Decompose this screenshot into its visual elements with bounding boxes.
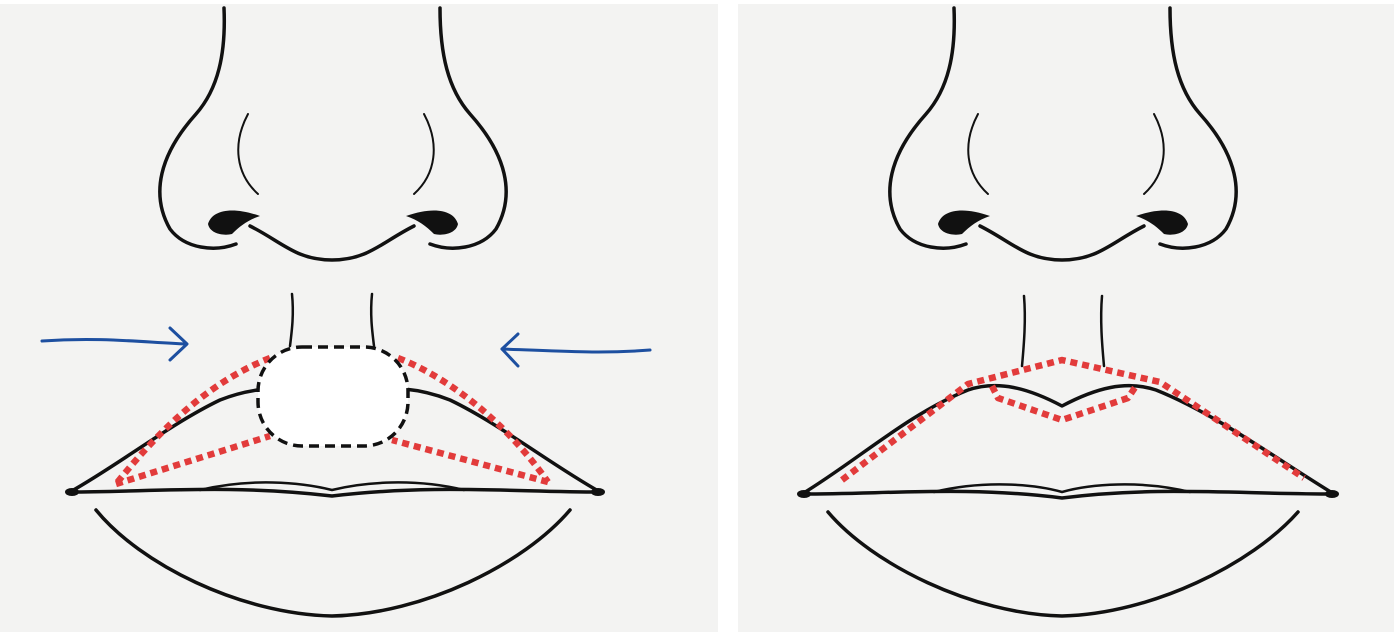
before-panel bbox=[0, 4, 718, 632]
nose-left-crease bbox=[968, 114, 988, 194]
lip-corner-right bbox=[591, 488, 605, 496]
nostril-right-mark bbox=[1136, 210, 1188, 234]
nostril-left-mark bbox=[938, 210, 990, 234]
lip-corner-left bbox=[797, 490, 811, 498]
after-panel bbox=[738, 4, 1394, 632]
philtrum-left-line bbox=[290, 294, 293, 346]
lip-corner-left bbox=[65, 488, 79, 496]
philtrum-right-line bbox=[371, 294, 374, 346]
arrow-left-pointing-right bbox=[42, 328, 187, 360]
arrow-left-shaft bbox=[42, 339, 186, 344]
nose-left-crease bbox=[238, 114, 258, 194]
arrow-right-shaft bbox=[502, 349, 650, 352]
lower-lip-outline bbox=[828, 512, 1298, 616]
nose-tip bbox=[250, 226, 414, 260]
upper-lip-outline bbox=[802, 386, 1334, 494]
philtrum-left-line bbox=[1022, 296, 1025, 366]
nose-right-crease bbox=[1144, 114, 1164, 194]
incision-left-upper bbox=[116, 358, 270, 484]
nose-tip bbox=[980, 226, 1144, 260]
philtrum-right-line bbox=[1101, 296, 1104, 366]
nostril-left-mark bbox=[208, 210, 260, 234]
nose-right-crease bbox=[414, 114, 434, 194]
nostrils bbox=[938, 210, 1188, 234]
lip-closure-line bbox=[802, 491, 1334, 498]
nostril-right-mark bbox=[406, 210, 458, 234]
before-illustration bbox=[0, 4, 718, 632]
after-illustration bbox=[738, 4, 1394, 632]
philtrum bbox=[290, 294, 374, 346]
arrow-right-pointing-left bbox=[502, 334, 650, 366]
lip-corner-right bbox=[1325, 490, 1339, 498]
philtrum bbox=[1022, 296, 1104, 366]
nostrils bbox=[208, 210, 458, 234]
lower-lip-outline bbox=[96, 510, 570, 616]
excised-area bbox=[258, 347, 408, 446]
